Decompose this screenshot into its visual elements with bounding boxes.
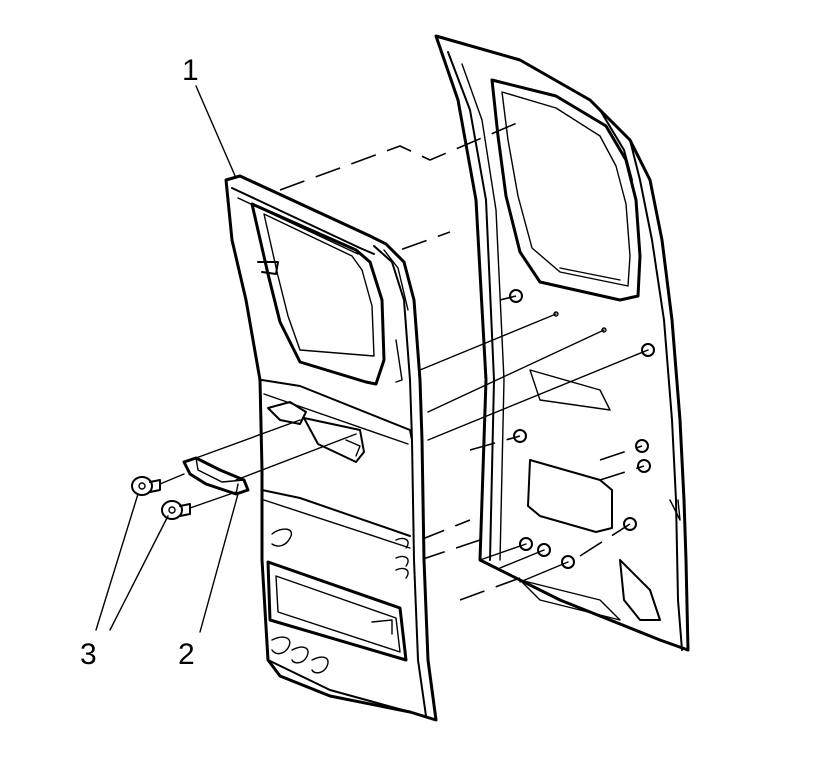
callout-leaders xyxy=(95,85,239,633)
callout-3: 3 xyxy=(80,638,97,671)
pull-handle xyxy=(182,456,250,496)
callout-1: 1 xyxy=(182,54,199,87)
handle-attach-lines xyxy=(195,419,357,481)
door-trim-panel xyxy=(224,174,438,722)
rear-door xyxy=(434,34,690,652)
screw-upper xyxy=(131,473,185,496)
screw-lower xyxy=(161,491,237,520)
callout-2: 2 xyxy=(178,638,195,671)
